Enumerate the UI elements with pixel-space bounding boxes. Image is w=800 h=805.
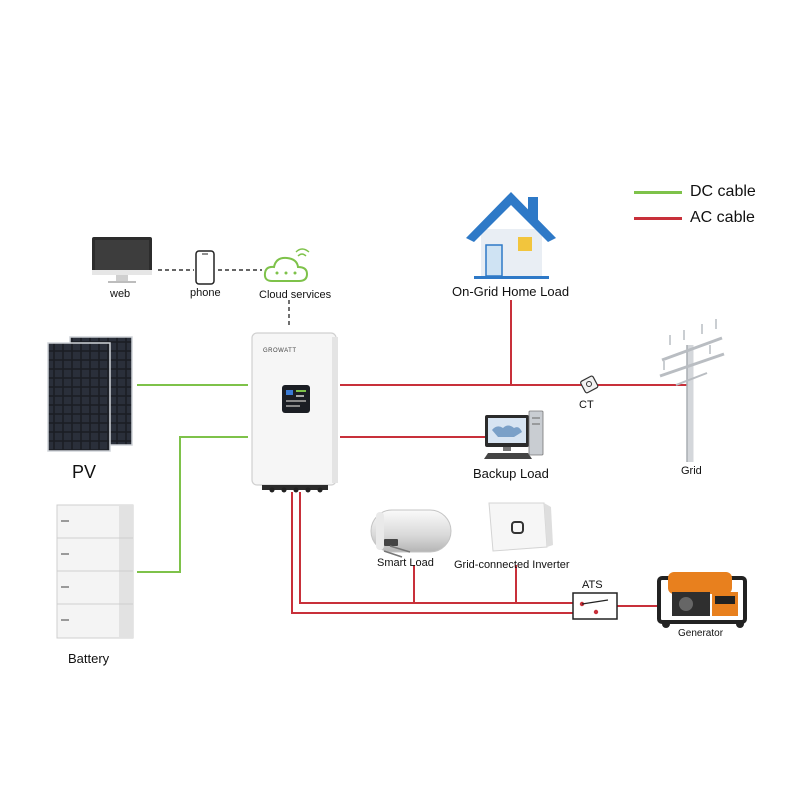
- ac-cable-ats-upper: [299, 492, 575, 604]
- legend-ac-label: AC cable: [690, 209, 755, 226]
- ac-cables: [291, 300, 690, 614]
- pv-label: PV: [72, 462, 97, 482]
- battery-stack-icon: [56, 504, 134, 639]
- dc-cables: [137, 384, 248, 573]
- cloud-wifi-icon: [263, 248, 310, 282]
- grid-label: Grid: [681, 465, 702, 477]
- water-heater-icon: [370, 509, 452, 558]
- grid-inverter-label: Grid-connected Inverter: [454, 559, 570, 571]
- legend-dc-label: DC cable: [690, 183, 756, 200]
- home-load-label: On-Grid Home Load: [452, 284, 570, 299]
- solar-panel-icon: [47, 336, 133, 452]
- inverter-brand: GROWATT: [263, 348, 297, 354]
- ac-cable-ats-lower: [291, 492, 575, 614]
- smart-load-label: Smart Load: [377, 557, 434, 569]
- dc-cable-battery: [137, 436, 248, 573]
- current-transformer-icon: [580, 375, 599, 394]
- hybrid-inverter: [251, 332, 338, 493]
- generator-label: Generator: [678, 628, 724, 639]
- transfer-switch-icon: [572, 592, 618, 620]
- ats-label: ATS: [582, 579, 603, 591]
- utility-pole-icon: [659, 319, 725, 462]
- battery-label: Battery: [68, 651, 110, 666]
- legend-ac: AC cable: [634, 209, 755, 227]
- house-icon: [466, 192, 556, 279]
- legend-dc: DC cable: [634, 183, 756, 201]
- web-label: web: [110, 288, 131, 300]
- monitor-icon: [92, 237, 152, 283]
- phone-icon: [195, 250, 215, 285]
- ac-cable-swatch: [634, 216, 682, 220]
- cloud-label: Cloud services: [259, 289, 332, 301]
- generator-icon: [657, 572, 747, 628]
- phone-label: phone: [190, 287, 221, 299]
- inverter-icon: [488, 502, 553, 552]
- dc-cable-swatch: [634, 190, 682, 194]
- computer-icon: [484, 410, 544, 459]
- inverter-screen: [282, 385, 310, 413]
- ct-label: CT: [579, 399, 594, 411]
- backup-load-label: Backup Load: [473, 466, 549, 481]
- monitoring-links: [158, 269, 290, 328]
